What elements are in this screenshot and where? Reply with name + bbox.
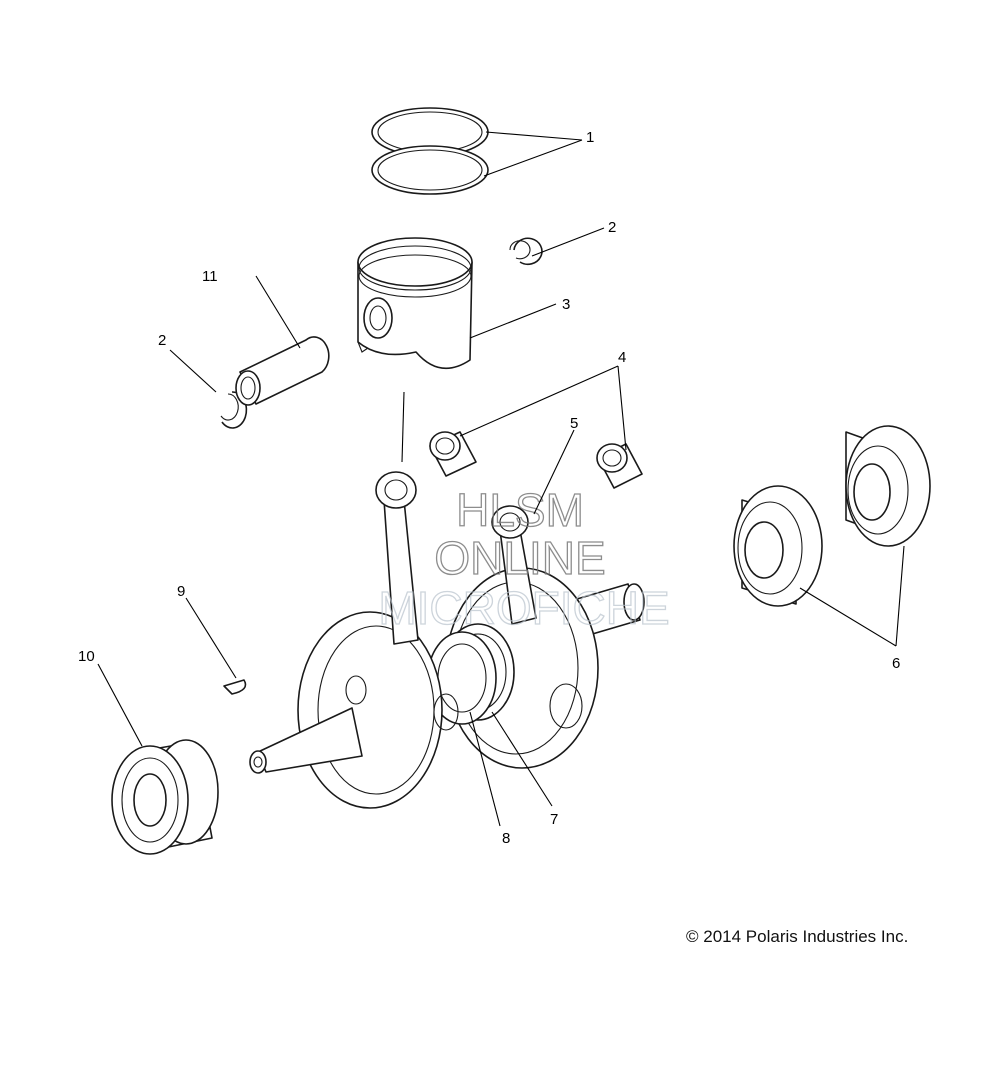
callout-2-left: 2: [158, 332, 166, 349]
callout-4: 4: [618, 349, 626, 366]
main-bearing-upper: [845, 425, 931, 547]
main-bearing-lower: [733, 485, 823, 607]
leader-lines: [97, 131, 905, 827]
piston-rings: [371, 107, 489, 195]
callout-3: 3: [562, 296, 570, 313]
watermark-line-3: MICROFICHE: [378, 582, 669, 634]
callout-11: 11: [202, 268, 218, 285]
callout-9: 9: [177, 583, 185, 600]
callout-7: 7: [550, 811, 558, 828]
circlip-right: [509, 237, 543, 266]
watermark: HLSM ONLINE MICROFICHE: [378, 483, 671, 634]
roller-bearing: [111, 739, 219, 855]
needle-bearing-right: [596, 443, 643, 489]
woodruff-key: [223, 679, 247, 695]
watermark-line-2: ONLINE: [434, 532, 605, 584]
piston-pin: [235, 336, 330, 406]
callout-10: 10: [78, 648, 95, 665]
needle-bearing-left: [429, 431, 477, 477]
callout-1: 1: [586, 129, 594, 146]
callout-8: 8: [502, 830, 510, 847]
copyright-notice: © 2014 Polaris Industries Inc.: [686, 927, 909, 946]
crankshaft-assembly: [249, 471, 645, 809]
watermark-line-1: HLSM: [456, 484, 584, 536]
piston: [357, 237, 473, 370]
callout-6: 6: [892, 655, 900, 672]
callouts: 1 2 3 11 2 4 5 6 7 8 9 10: [78, 129, 900, 847]
callout-5: 5: [570, 415, 578, 432]
callout-2-right: 2: [608, 219, 616, 236]
